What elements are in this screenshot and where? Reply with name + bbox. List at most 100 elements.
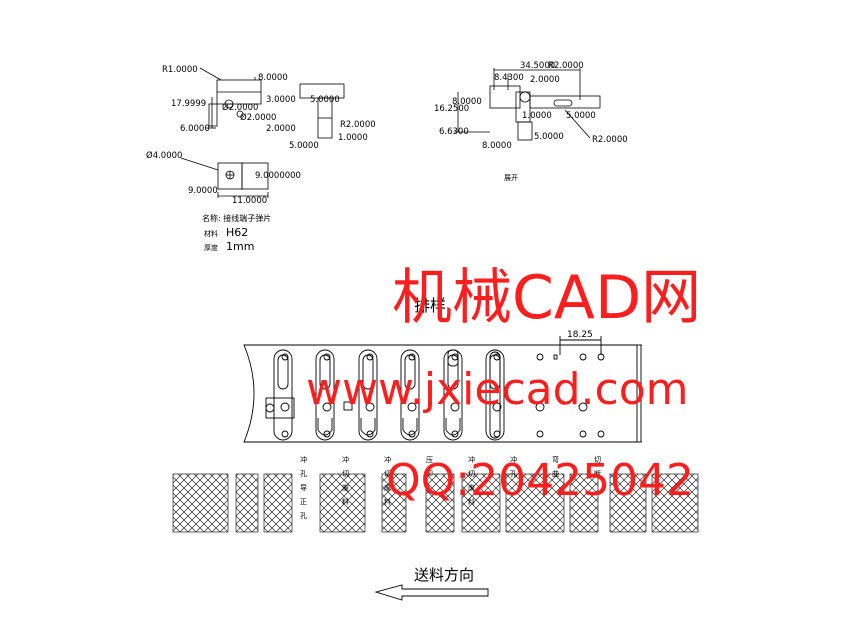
pilot-hole-bottom [408,430,416,438]
station-label-char: 废 [342,483,349,492]
station-label-char: 冲 [300,455,307,464]
mid-hole [322,402,332,412]
station-label-char: 正 [300,498,307,506]
dim-8-43: 8.4300 [494,73,524,83]
station-slot [315,349,335,441]
station-label-char: 导 [300,484,307,492]
flat-caption: 展开 [504,174,518,182]
station-label-char: 废 [384,483,391,492]
dim-r2-b: R2.0000 [548,61,584,71]
station-label-char: 料 [342,497,349,506]
dim-d2-b: Ø2.0000 [240,112,276,123]
strip-part-blank [265,397,295,419]
material-label: 材料 [204,229,218,238]
dim-1: 1.0000 [338,133,368,143]
part-name: 名称: 接线端子弹片 [202,213,271,223]
part-view-side [199,67,345,139]
view1-dimensions: R1.0000 8.0000 17.9999 Ø2.0000 3.0000 5.… [162,65,376,151]
dim-34-5: 34.5000 [520,61,555,71]
dim-5-c: 5.0000 [566,111,596,121]
station-slot [273,349,293,441]
thickness-value: 1mm [226,240,254,253]
hatch-block [425,473,455,533]
mid-hole [280,402,290,412]
station-u-form [360,418,376,436]
pilot-hole-top [281,353,289,361]
station-hatched-slot [489,351,501,439]
station-u-form [402,418,418,436]
strip-layout [243,336,642,443]
dim-d4: Ø4.0000 [146,150,182,161]
pilot-hole-bottom [323,430,331,438]
pilot-hole-top [323,353,331,361]
dim-3: 3.0000 [266,95,296,105]
station-label-char: 孔 [300,512,307,520]
watermark-url: www.jxiecad.com [306,364,689,415]
station-u-form [445,418,461,436]
station-label-char: 切 [384,470,391,478]
pilot-hole-bottom [366,430,374,438]
station-label-char: 孔 [300,470,307,478]
strip-part-hole [265,403,275,413]
hatch-block [461,473,501,533]
mid-hole [365,402,375,412]
dim-2: 2.0000 [266,124,296,134]
dim-5-b: 5.0000 [289,141,319,151]
pilot-hole-top [579,353,587,361]
dim-1-b: 1.0000 [522,111,552,121]
mid-hole [578,402,588,412]
station-label-char: 印 [426,470,433,478]
pilot-hole-bottom [281,430,289,438]
station-slot [485,349,505,441]
thickness-label: 厚度 [204,243,218,252]
pitch-dim: 18.25 [567,330,593,340]
view2-dimensions: Ø4.0000 9.0000 9.0000000 11.0000 [146,150,301,206]
watermark-qq: QQ:20425042 [386,455,694,506]
station-slot-inner [447,354,459,390]
dim-17-9999: 17.9999 [171,99,206,109]
hatch-block [569,473,599,533]
dim-6-63: 6.6300 [439,127,469,137]
part-info: 名称: 接线端子弹片 材料 H62 厚度 1mm [202,213,271,253]
hatch-block [319,473,366,533]
dim-9-long: 9.0000000 [255,171,301,181]
station-u-form [317,418,333,436]
mid-hole [407,402,417,412]
dim-5-a: 5.0000 [310,95,340,105]
station-label-char: 冲 [468,455,475,464]
dim-5-d: 5.0000 [534,132,564,142]
station-label-char: 弯 [552,455,559,464]
pilot-hole-top [408,353,416,361]
dim-d2-a: Ø2.0000 [222,102,258,113]
material-value: H62 [226,226,248,239]
pilot-hole-top [597,353,605,361]
mid-hole [492,402,502,412]
station-hatch-blocks [172,473,699,533]
hatch-block [172,473,229,533]
hatch-block [505,473,565,533]
station-slot [358,349,378,441]
pilot-hole-top [366,353,374,361]
station-label-char: 料 [384,497,391,506]
strip-stations-geometry [265,349,605,441]
hatch-block [609,473,647,533]
dim-8: 8.0000 [258,73,288,83]
dim-r2-a: R2.0000 [340,120,376,130]
dim-16-25: 16.2500 [434,104,469,114]
watermark-title: 机械CAD网 [392,263,701,333]
station-slot-inner [319,354,331,390]
dim-2-b: 2.0000 [530,75,560,85]
station-label-char: 切 [594,456,601,464]
station-label-char: 孔 [510,470,517,478]
station-label-char: 断 [594,469,601,478]
feed-direction-arrow-icon [374,584,489,601]
station-slot-inner [404,354,416,390]
dim-8-c: 8.0000 [482,141,512,151]
station-notch [553,354,558,360]
pilot-hole-bottom [597,430,605,438]
hatch-block [235,473,259,533]
pilot-hole-bottom [451,430,459,438]
station-emboss [447,349,459,367]
